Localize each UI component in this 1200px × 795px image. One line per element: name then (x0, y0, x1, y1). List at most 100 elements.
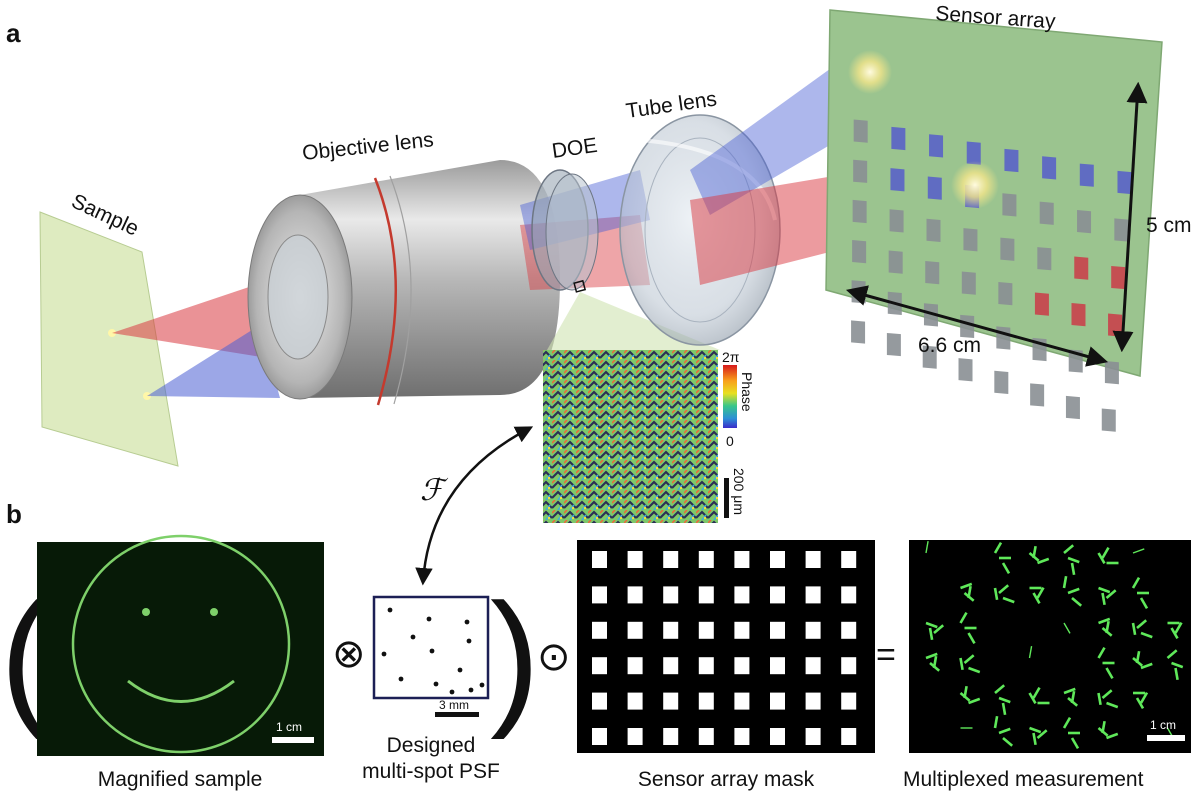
psf-spot (398, 676, 404, 682)
panel-label-a: a (6, 18, 21, 48)
mask-cell (698, 551, 714, 568)
measurement-stroke (1098, 586, 1111, 594)
sensor-pixel (1034, 292, 1049, 316)
mask-cell (805, 621, 821, 639)
caption-sensor-mask: Sensor array mask (638, 768, 815, 791)
height-arrow (1112, 81, 1148, 353)
measurement-stroke (1132, 548, 1145, 554)
measurement-stroke (1106, 732, 1119, 740)
sensor-pixel (1002, 193, 1017, 217)
sensor-pixel (1065, 395, 1080, 420)
mask-cell (627, 657, 643, 675)
mask-cell (805, 728, 821, 745)
sensor-pixel (998, 281, 1013, 306)
multiply-symbol: ⊙ (537, 635, 571, 679)
measurement-stroke (1174, 621, 1183, 634)
measurement-stroke (1131, 576, 1141, 589)
measurement-stroke (1037, 557, 1050, 565)
mask-cell (698, 586, 714, 604)
fourier-arrow (415, 426, 534, 586)
measurement-stroke (1029, 726, 1042, 734)
sample-scale-bar (272, 737, 314, 743)
mask-cell (805, 586, 821, 604)
mask-cell (734, 586, 750, 604)
psf-spot (426, 616, 432, 622)
sensor-pixel (1117, 170, 1132, 195)
mask-cell (805, 551, 821, 568)
measurement-stroke (1062, 716, 1072, 729)
sensor-pixel (1077, 210, 1092, 234)
mask-cells (592, 551, 857, 745)
smiley-left-eye (142, 608, 150, 616)
mask-cell (841, 728, 857, 745)
psf-spot (479, 682, 485, 688)
mask-cell (734, 657, 750, 675)
psf-spot (466, 638, 472, 644)
measurement-stroke (1139, 691, 1149, 704)
measurement-stroke (1001, 562, 1011, 575)
sensor-pixel (853, 159, 868, 183)
phase-min-label: 0 (726, 433, 734, 449)
caption-psf-line2: multi-spot PSF (362, 760, 500, 783)
mask-cell (663, 551, 679, 568)
sensor-pixel (891, 126, 906, 151)
mask-cell (734, 728, 750, 745)
width-arrow (845, 285, 1109, 367)
sensor-pixel (1042, 156, 1057, 180)
measurement-stroke (1131, 622, 1137, 636)
mask-cell (663, 692, 679, 710)
measurement-stroke (1036, 729, 1048, 739)
mask-cell (627, 692, 643, 710)
sensor-pixel (925, 261, 940, 285)
measurement-stroke (1105, 667, 1114, 680)
measurement-stroke (998, 727, 1011, 735)
sensor-pixel (1039, 201, 1054, 225)
measurement-stroke (1106, 701, 1119, 709)
mask-cell (698, 657, 714, 675)
measurement-stroke (998, 584, 1010, 594)
doe-scale-bar (724, 478, 729, 518)
measurement-stroke (1063, 544, 1075, 554)
measurement-stroke (1002, 737, 1014, 747)
measurement-stroke (1036, 586, 1045, 599)
measurement-stroke (1001, 702, 1007, 716)
mask-cell (770, 692, 785, 710)
mask-cell (841, 621, 857, 639)
multiplexed-measurement: 1 cm (909, 540, 1191, 753)
psf-spot (410, 634, 416, 640)
sensor-pixel (1111, 265, 1126, 290)
measurement-stroke (933, 624, 945, 634)
measurement-stroke (1062, 575, 1068, 589)
mask-cell (592, 728, 607, 745)
height-label: 5 cm (1146, 214, 1192, 237)
mask-cell (663, 586, 679, 604)
fourier-symbol: ℱ (420, 473, 449, 508)
sensor-pixel (929, 134, 944, 158)
measurement-stroke (1032, 592, 1041, 605)
sensor-pixel (852, 199, 867, 224)
measurement-stroke (1097, 646, 1106, 659)
measurement-stroke (968, 666, 981, 674)
measurement-stroke (1140, 631, 1153, 639)
objective-label: Objective lens (301, 128, 435, 165)
measurement-stroke (1070, 690, 1076, 704)
sensor-pixel (994, 370, 1009, 394)
psf-spot (387, 607, 393, 613)
measurement-stroke (1070, 737, 1080, 750)
psf-scale-label: 3 mm (439, 698, 469, 712)
phase-colorbar (723, 365, 737, 428)
close-parenthesis: ) (490, 572, 540, 740)
mask-cell (592, 692, 607, 710)
measurement-stroke (1028, 646, 1033, 659)
measurement-stroke (1105, 589, 1117, 599)
mask-cell (592, 586, 607, 604)
sensor-pixel (1079, 163, 1094, 187)
doe-element (531, 169, 599, 293)
mask-cell (627, 586, 643, 604)
mask-cell (734, 621, 750, 639)
sensor-pixel (966, 141, 981, 165)
blue-beam-in (147, 325, 280, 398)
measurement-stroke (994, 684, 1006, 694)
sensor-array-mask (577, 540, 875, 753)
